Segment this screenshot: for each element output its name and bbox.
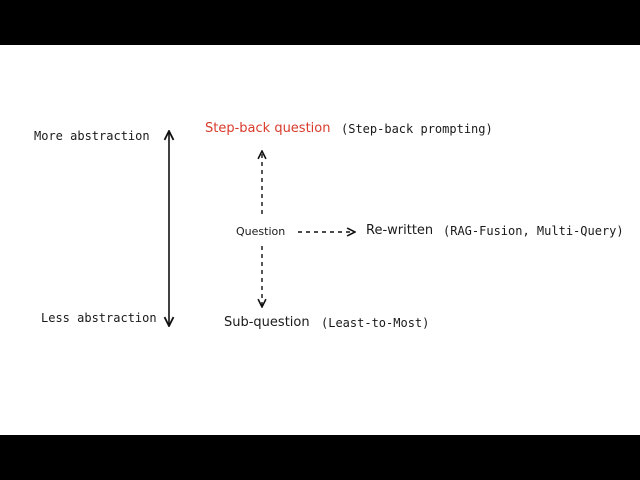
- letterbox-bottom: [0, 435, 640, 480]
- letterbox-top: [0, 0, 640, 45]
- step-back-prompting-note: (Step-back prompting): [341, 122, 493, 136]
- less-abstraction-label: Less abstraction: [41, 311, 157, 325]
- sub-question-label: Sub-question: [224, 315, 310, 330]
- least-to-most-note: (Least-to-Most): [321, 316, 430, 330]
- diagram-arrows: [0, 45, 640, 435]
- diagram-canvas: More abstraction Less abstraction Step-b…: [0, 45, 640, 435]
- rewritten-note: (RAG-Fusion, Multi-Query): [443, 224, 624, 238]
- more-abstraction-label: More abstraction: [34, 129, 150, 143]
- step-back-question-label: Step-back question: [205, 121, 331, 136]
- rewritten-label: Re-written: [366, 223, 434, 238]
- question-label: Question: [236, 225, 286, 238]
